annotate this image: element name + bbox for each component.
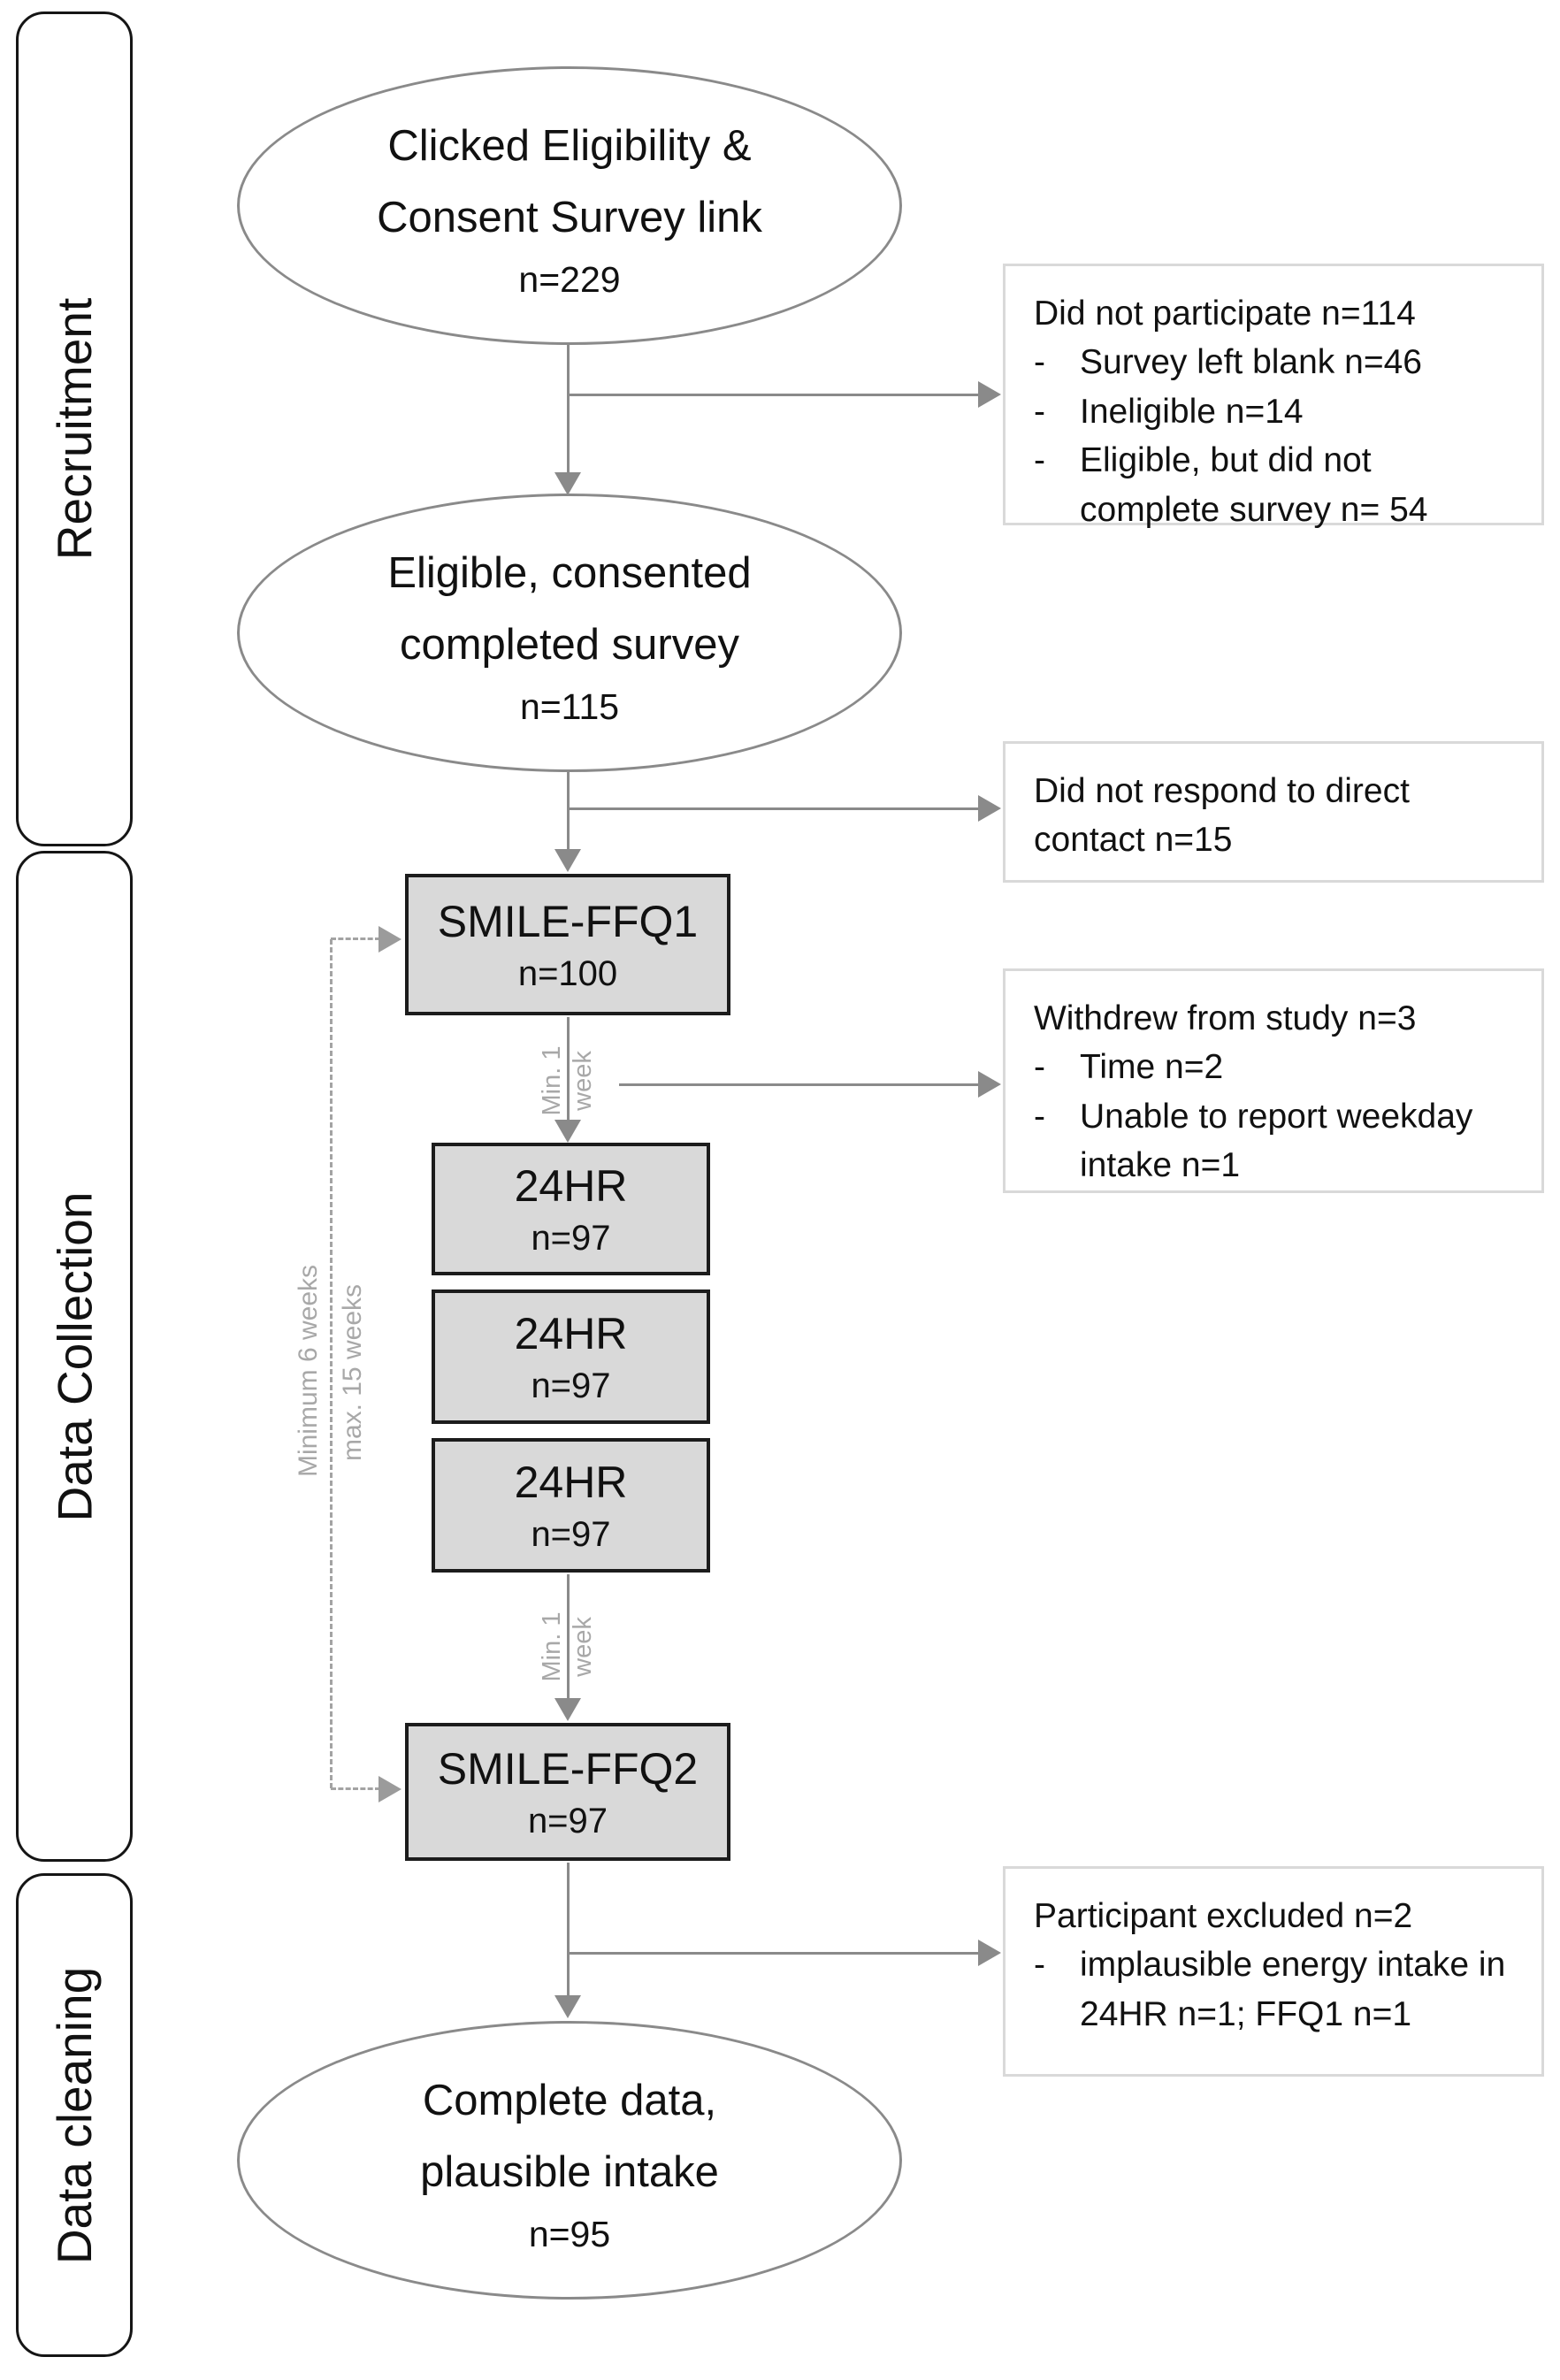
- node-24hr-2: 24HR n=97: [432, 1289, 710, 1424]
- node-complete-data-line1: Complete data,: [422, 2077, 717, 2125]
- bullet-dash: -: [1034, 441, 1045, 480]
- arrowhead-into-excluded: [978, 1940, 1001, 1966]
- dashed-into-ffq1: [331, 937, 380, 940]
- label-max-15-weeks: max. 15 weeks: [338, 1283, 367, 1462]
- node-complete-data-line2: plausible intake: [420, 2148, 719, 2196]
- note-withdrew-item1: Time n=2: [1080, 1048, 1224, 1087]
- phase-data-collection-label: Data Collection: [47, 1191, 102, 1521]
- node-eligible-consented-n: n=115: [519, 685, 620, 727]
- branch-to-withdrew: [619, 1083, 980, 1086]
- list-item: - Time n=2: [1034, 1043, 1518, 1091]
- label-min-1-week-bottom: Min. 1 week: [537, 1612, 599, 1682]
- node-24hr-1: 24HR n=97: [432, 1143, 710, 1275]
- node-smile-ffq2-n: n=97: [527, 1801, 608, 1840]
- arrowhead-into-complete: [554, 1995, 581, 2018]
- label-min-1-week-bottom-line2: week: [569, 1617, 597, 1677]
- arrowhead-into-ffq2: [554, 1698, 581, 1721]
- phase-data-collection: Data Collection: [16, 851, 133, 1862]
- list-item: - Survey left blank n=46: [1034, 338, 1518, 386]
- note-withdrew-item2: Unable to report weekday intake n=1: [1080, 1097, 1473, 1185]
- note-excluded-item1: implausible energy intake in 24HR n=1; F…: [1080, 1946, 1506, 2033]
- note-did-not-participate-item2: Ineligible n=14: [1080, 392, 1304, 431]
- phase-recruitment: Recruitment: [16, 11, 133, 846]
- arrowhead-into-ffq1: [554, 849, 581, 872]
- label-min-1-week-top-line2: week: [569, 1051, 597, 1111]
- note-did-not-participate-title: Did not participate n=114: [1034, 295, 1416, 333]
- note-did-not-participate: Did not participate n=114 - Survey left …: [1003, 264, 1544, 529]
- bullet-dash: -: [1034, 1097, 1045, 1136]
- node-smile-ffq2-title: SMILE-FFQ2: [437, 1743, 699, 1794]
- dashed-arrowhead-ffq1: [379, 926, 401, 953]
- note-excluded-title: Participant excluded n=2: [1034, 1897, 1413, 1935]
- node-smile-ffq1-n: n=100: [517, 953, 618, 993]
- node-24hr-3: 24HR n=97: [432, 1438, 710, 1573]
- arrowhead-into-no-response: [978, 795, 1001, 822]
- arrowhead-into-not-participate: [978, 381, 1001, 408]
- arrowhead-into-eligible: [554, 472, 581, 495]
- node-24hr-3-n: n=97: [531, 1514, 611, 1554]
- dashed-into-ffq2: [331, 1787, 380, 1790]
- node-clicked-survey-text: Clicked Eligibility & Consent Survey lin…: [377, 111, 762, 254]
- node-complete-data-n: n=95: [528, 2213, 611, 2254]
- label-min-1-week-top-line1: Min. 1: [538, 1045, 567, 1116]
- node-clicked-survey-n: n=229: [518, 258, 621, 300]
- label-min-1-week-top: Min. 1 week: [537, 1046, 599, 1116]
- connector-ffq1-to-24hr: [567, 1017, 570, 1123]
- node-24hr-1-title: 24HR: [514, 1160, 628, 1211]
- arrowhead-into-24hr1: [554, 1120, 581, 1143]
- list-item: - implausible energy intake in 24HR n=1;…: [1034, 1940, 1518, 2039]
- note-excluded: Participant excluded n=2 - implausible e…: [1003, 1866, 1544, 2077]
- node-eligible-consented-text: Eligible, consented completed survey: [387, 538, 751, 681]
- arrowhead-into-withdrew: [978, 1071, 1001, 1098]
- bullet-dash: -: [1034, 1946, 1045, 1985]
- phase-data-cleaning-label: Data cleaning: [47, 1966, 102, 2264]
- note-withdrew-title: Withdrew from study n=3: [1034, 999, 1417, 1037]
- node-eligible-consented: Eligible, consented completed survey n=1…: [237, 494, 902, 772]
- bullet-dash: -: [1034, 392, 1045, 431]
- node-smile-ffq2: SMILE-FFQ2 n=97: [405, 1723, 730, 1861]
- node-24hr-2-title: 24HR: [514, 1308, 628, 1358]
- connector-clicked-to-eligible: [567, 345, 570, 474]
- node-24hr-2-n: n=97: [531, 1366, 611, 1405]
- phase-data-cleaning: Data cleaning: [16, 1873, 133, 2357]
- list-item: - Eligible, but did not complete survey …: [1034, 436, 1518, 534]
- node-smile-ffq1: SMILE-FFQ1 n=100: [405, 874, 730, 1015]
- dashed-arrowhead-ffq2: [379, 1776, 401, 1802]
- branch-to-excluded: [569, 1952, 980, 1955]
- node-eligible-consented-line1: Eligible, consented: [387, 549, 752, 598]
- bullet-dash: -: [1034, 343, 1045, 382]
- dashed-interval-line: [330, 939, 333, 1788]
- bullet-dash: -: [1034, 1048, 1045, 1087]
- node-eligible-consented-line2: completed survey: [399, 621, 739, 669]
- node-complete-data: Complete data, plausible intake n=95: [237, 2021, 902, 2300]
- list-item: - Unable to report weekday intake n=1: [1034, 1092, 1518, 1190]
- connector-24hr-to-ffq2: [567, 1574, 570, 1700]
- phase-recruitment-label: Recruitment: [47, 297, 103, 561]
- label-minimum-6-weeks: Minimum 6 weeks: [294, 1264, 323, 1478]
- connector-ffq2-to-complete: [567, 1863, 570, 1995]
- connector-eligible-to-ffq1: [567, 772, 570, 851]
- node-clicked-survey-line1: Clicked Eligibility &: [387, 122, 752, 171]
- branch-to-not-participate: [569, 394, 980, 396]
- node-clicked-survey: Clicked Eligibility & Consent Survey lin…: [237, 66, 902, 345]
- node-complete-data-text: Complete data, plausible intake: [420, 2065, 719, 2208]
- list-item: - Ineligible n=14: [1034, 387, 1518, 436]
- note-withdrew: Withdrew from study n=3 - Time n=2 - Una…: [1003, 968, 1544, 1193]
- node-24hr-1-n: n=97: [531, 1218, 611, 1258]
- node-24hr-3-title: 24HR: [514, 1457, 628, 1507]
- note-no-response: Did not respond to direct contact n=15: [1003, 741, 1544, 883]
- note-did-not-participate-item1: Survey left blank n=46: [1080, 343, 1422, 382]
- label-min-1-week-bottom-line1: Min. 1: [538, 1611, 567, 1682]
- node-clicked-survey-line2: Consent Survey link: [377, 194, 762, 241]
- note-no-response-text: Did not respond to direct contact n=15: [1034, 772, 1410, 860]
- branch-to-no-response: [569, 807, 980, 810]
- node-smile-ffq1-title: SMILE-FFQ1: [437, 896, 699, 946]
- note-did-not-participate-item3: Eligible, but did not complete survey n=…: [1080, 441, 1428, 529]
